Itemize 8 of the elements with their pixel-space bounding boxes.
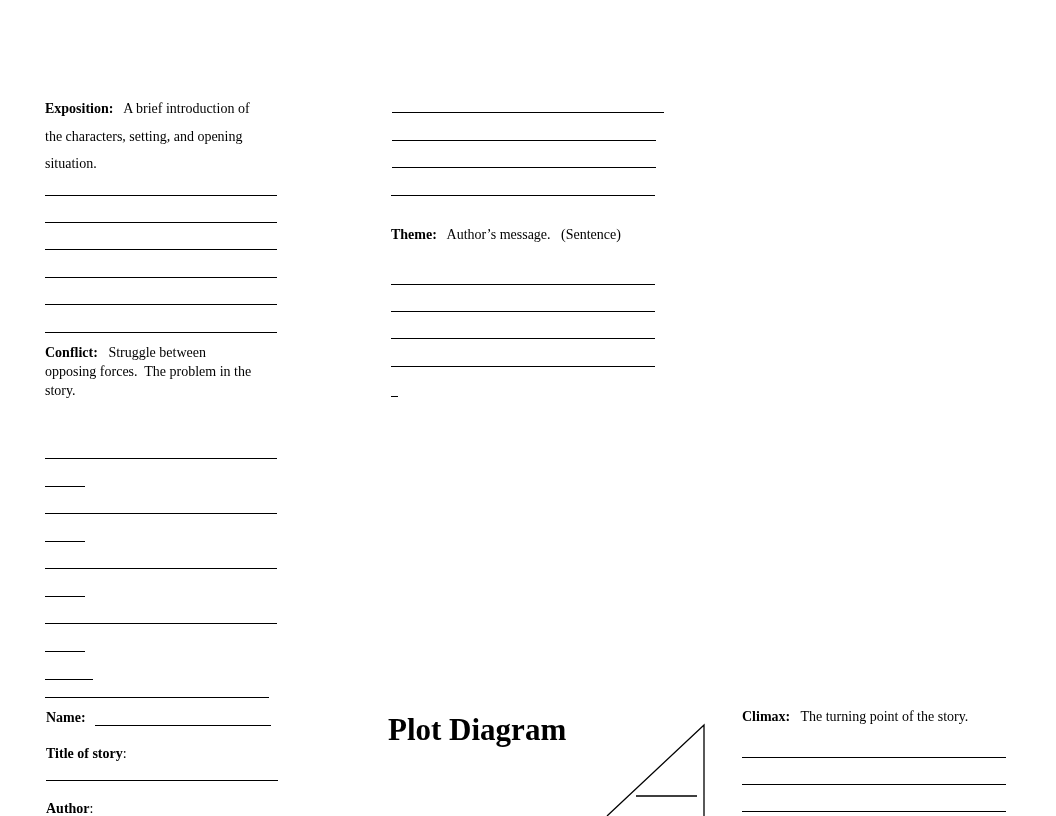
- climax-prompt: Climax: The turning point of the story.: [742, 708, 970, 726]
- story-title-label: Title of story:: [46, 745, 128, 763]
- theme-prompt: Theme: Author’s message. (Sentence): [391, 226, 622, 244]
- exposition-prompt: Exposition: A brief introduction of the characters, setting, and opening situation.: [45, 100, 251, 173]
- conflict-prompt: Conflict: Struggle between opposing forces. The problem in the story.: [45, 344, 253, 400]
- author-label: Author:: [46, 800, 95, 816]
- name-label: Name:: [46, 709, 87, 727]
- worksheet-title: Plot Diagram: [388, 712, 567, 748]
